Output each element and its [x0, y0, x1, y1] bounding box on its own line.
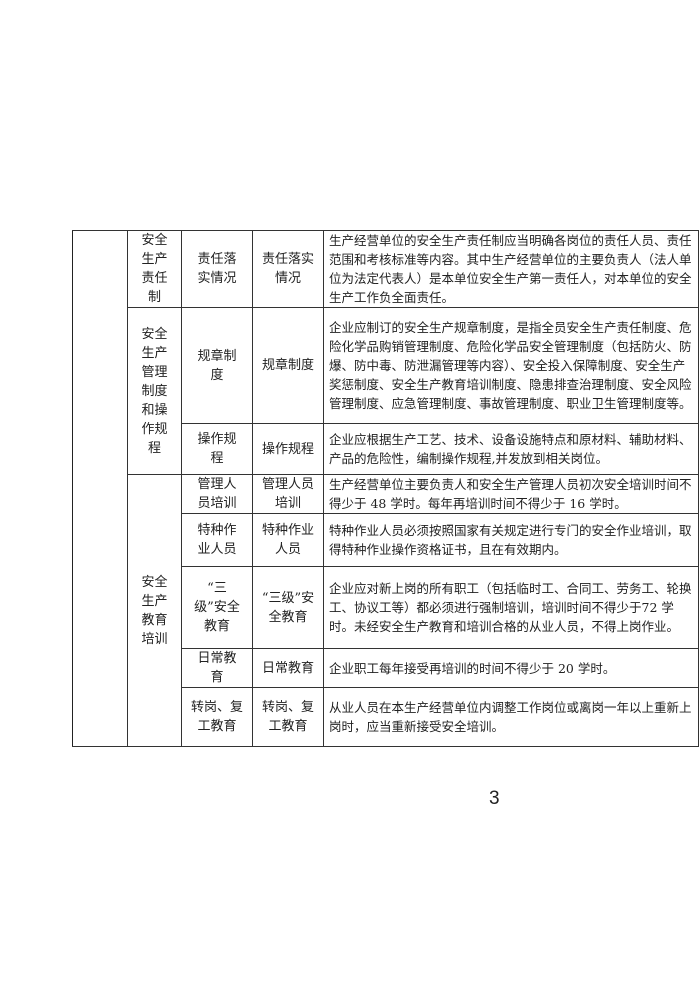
content-line: 从业人员在本生产经营单位内调整工作岗位或离岗一年以上重 [329, 700, 667, 715]
table-row: 转岗、复工教育 转岗、复工教育 从业人员在本生产经营单位内调整工作岗位或离岗一年… [73, 687, 699, 747]
item-cell: 规章制度 [181, 307, 253, 424]
blank-cell [72, 230, 128, 747]
content-cell: 企业应根据生产工艺、技术、设备设施特点和原材料、辅助材料、产品的危险性，编制操作… [323, 423, 699, 475]
item-cell: 责任落实情况 [181, 230, 253, 308]
item-cell: 转岗、复工教育 [181, 687, 253, 747]
item-cell: 特种作业人员 [181, 513, 253, 567]
content-cell: 生产经营单位主要负责人和安全生产管理人员初次安全培训时间不得少于 48 学时。每… [323, 474, 699, 514]
content-line: 生产经营单位主要负责人和安全生产管理人员初次安全培训时 [329, 477, 667, 492]
category-cell: 安全生产责任制 [127, 230, 182, 308]
table-row: 安全生产教育培训 管理人员培训 管理人员培训 生产经营单位主要负责人和安全生产管… [73, 474, 699, 747]
content-line: 责任范围和考核标准等内容。其中生产经营单位的主要负责人 [329, 233, 692, 267]
content-line: 企业应制订的安全生产规章制度，是指全员安全生产责任制度、 [329, 320, 680, 335]
content-cell: 生产经营单位的安全生产责任制应当明确各岗位的责任人员、责任范围和考核标准等内容。… [323, 230, 699, 308]
category-cell: 安全生产管理制度和操作规程 [127, 307, 182, 475]
content-line: 特种作业人员必须按照国家有关规定进行专门的安全作业培 [329, 523, 655, 538]
content-line: 卫生管理制度等。 [591, 396, 692, 411]
content-line: 料、产品的危险性，编制操作规程,并发放到相关岗位。 [329, 432, 692, 466]
table-row: 特种作业人员 特种作业人员 特种作业人员必须按照国家有关规定进行专门的安全作业培… [73, 513, 699, 567]
content-line: 72 学时。未经安全生产教育和培训合格的从业人员，不得上岗 [329, 600, 674, 634]
content-line: 火、防爆、防中毒、防泄漏管理等内容）、安全投入保障制度、 [329, 339, 692, 373]
sub-item-cell: 管理人员培训 [252, 474, 324, 514]
sub-item-cell: 特种作业人员 [252, 513, 324, 567]
content-line: 危险化学品购销管理制度、危险化学品安全管理制度（包括防 [329, 320, 692, 354]
content-line: 新上岗时，应当重新接受安全培训。 [329, 700, 692, 734]
content-line: 训，取得特种作业操作资格证书，且在有效期内。 [329, 523, 692, 557]
table-row: 安全生产管理制度和操作规程 规章制度 规章制度 企业应制订的安全生产规章制度，是… [73, 307, 699, 475]
content-cell: 企业应制订的安全生产规章制度，是指全员安全生产责任制度、危险化学品购销管理制度、… [323, 307, 699, 424]
sub-item-cell: 责任落实情况 [252, 230, 324, 308]
content-line: （法人单位为法定代表人）是本单位安全生产第一责任人，对 [329, 252, 692, 286]
content-cell: 从业人员在本生产经营单位内调整工作岗位或离岗一年以上重新上岗时，应当重新接受安全… [323, 687, 699, 747]
table-row: 安全生产责任制 责任落实情况 责任落实情况 生产经营单位的安全生产责任制应当明确… [72, 230, 699, 747]
content-line: 企业应根据生产工艺、技术、设备设施特点和原材料、辅助材 [329, 432, 667, 447]
page-number: 3 [489, 788, 500, 809]
content-line: 企业应对新上岗的所有职工（包括临时工、合同工、劳务工、 [329, 581, 667, 596]
content-line: 生产经营单位的安全生产责任制应当明确各岗位的责任人员、 [329, 233, 667, 248]
content-cell: 特种作业人员必须按照国家有关规定进行专门的安全作业培训，取得特种作业操作资格证书… [323, 513, 699, 567]
content-cell: 企业职工每年接受再培训的时间不得少于 20 学时。 [323, 648, 699, 688]
item-cell: “三级”安全教育 [181, 566, 253, 649]
sub-item-cell: “三级”安全教育 [252, 566, 324, 649]
content-line: 企业职工每年接受再培训的时间不得少于 20 学时。 [329, 660, 616, 676]
content-cell: 企业应对新上岗的所有职工（包括临时工、合同工、劳务工、轮换工、协议工等）都必须进… [323, 566, 699, 649]
content-line: 作业。 [641, 619, 680, 634]
item-cell: 管理人员培训 [181, 474, 253, 514]
sub-item-cell: 转岗、复工教育 [252, 687, 324, 747]
category-cell: 安全生产教育培训 [127, 474, 182, 747]
sub-item-cell: 日常教育 [252, 648, 324, 688]
sub-item-cell: 规章制度 [252, 307, 324, 424]
content-line: 安全生产奖惩制度、安全生产教育培训制度、隐患排查治理制 [329, 358, 686, 392]
table-row: “三级”安全教育 “三级”安全教育 企业应对新上岗的所有职工（包括临时工、合同工… [73, 566, 699, 649]
content-line: 轮换工、协议工等）都必须进行强制培训，培训时间不得少于 [329, 581, 692, 615]
content-line: 间不得少于 48 学时。每年再培训时间不得少于 16 学时。 [329, 477, 692, 511]
content-line: 度、安全风险管理制度、应急管理制度、事故管理制度、职业 [329, 377, 692, 411]
item-cell: 日常教育 [181, 648, 253, 688]
safety-requirements-table: 安全生产责任制 责任落实情况 责任落实情况 生产经营单位的安全生产责任制应当明确… [72, 230, 699, 747]
sub-item-cell: 操作规程 [252, 423, 324, 475]
item-cell: 操作规程 [181, 423, 253, 475]
content-line: 本单位的安全生产工作负全面责任。 [329, 271, 692, 305]
table-row: 日常教育 日常教育 企业职工每年接受再培训的时间不得少于 20 学时。 [73, 648, 699, 688]
